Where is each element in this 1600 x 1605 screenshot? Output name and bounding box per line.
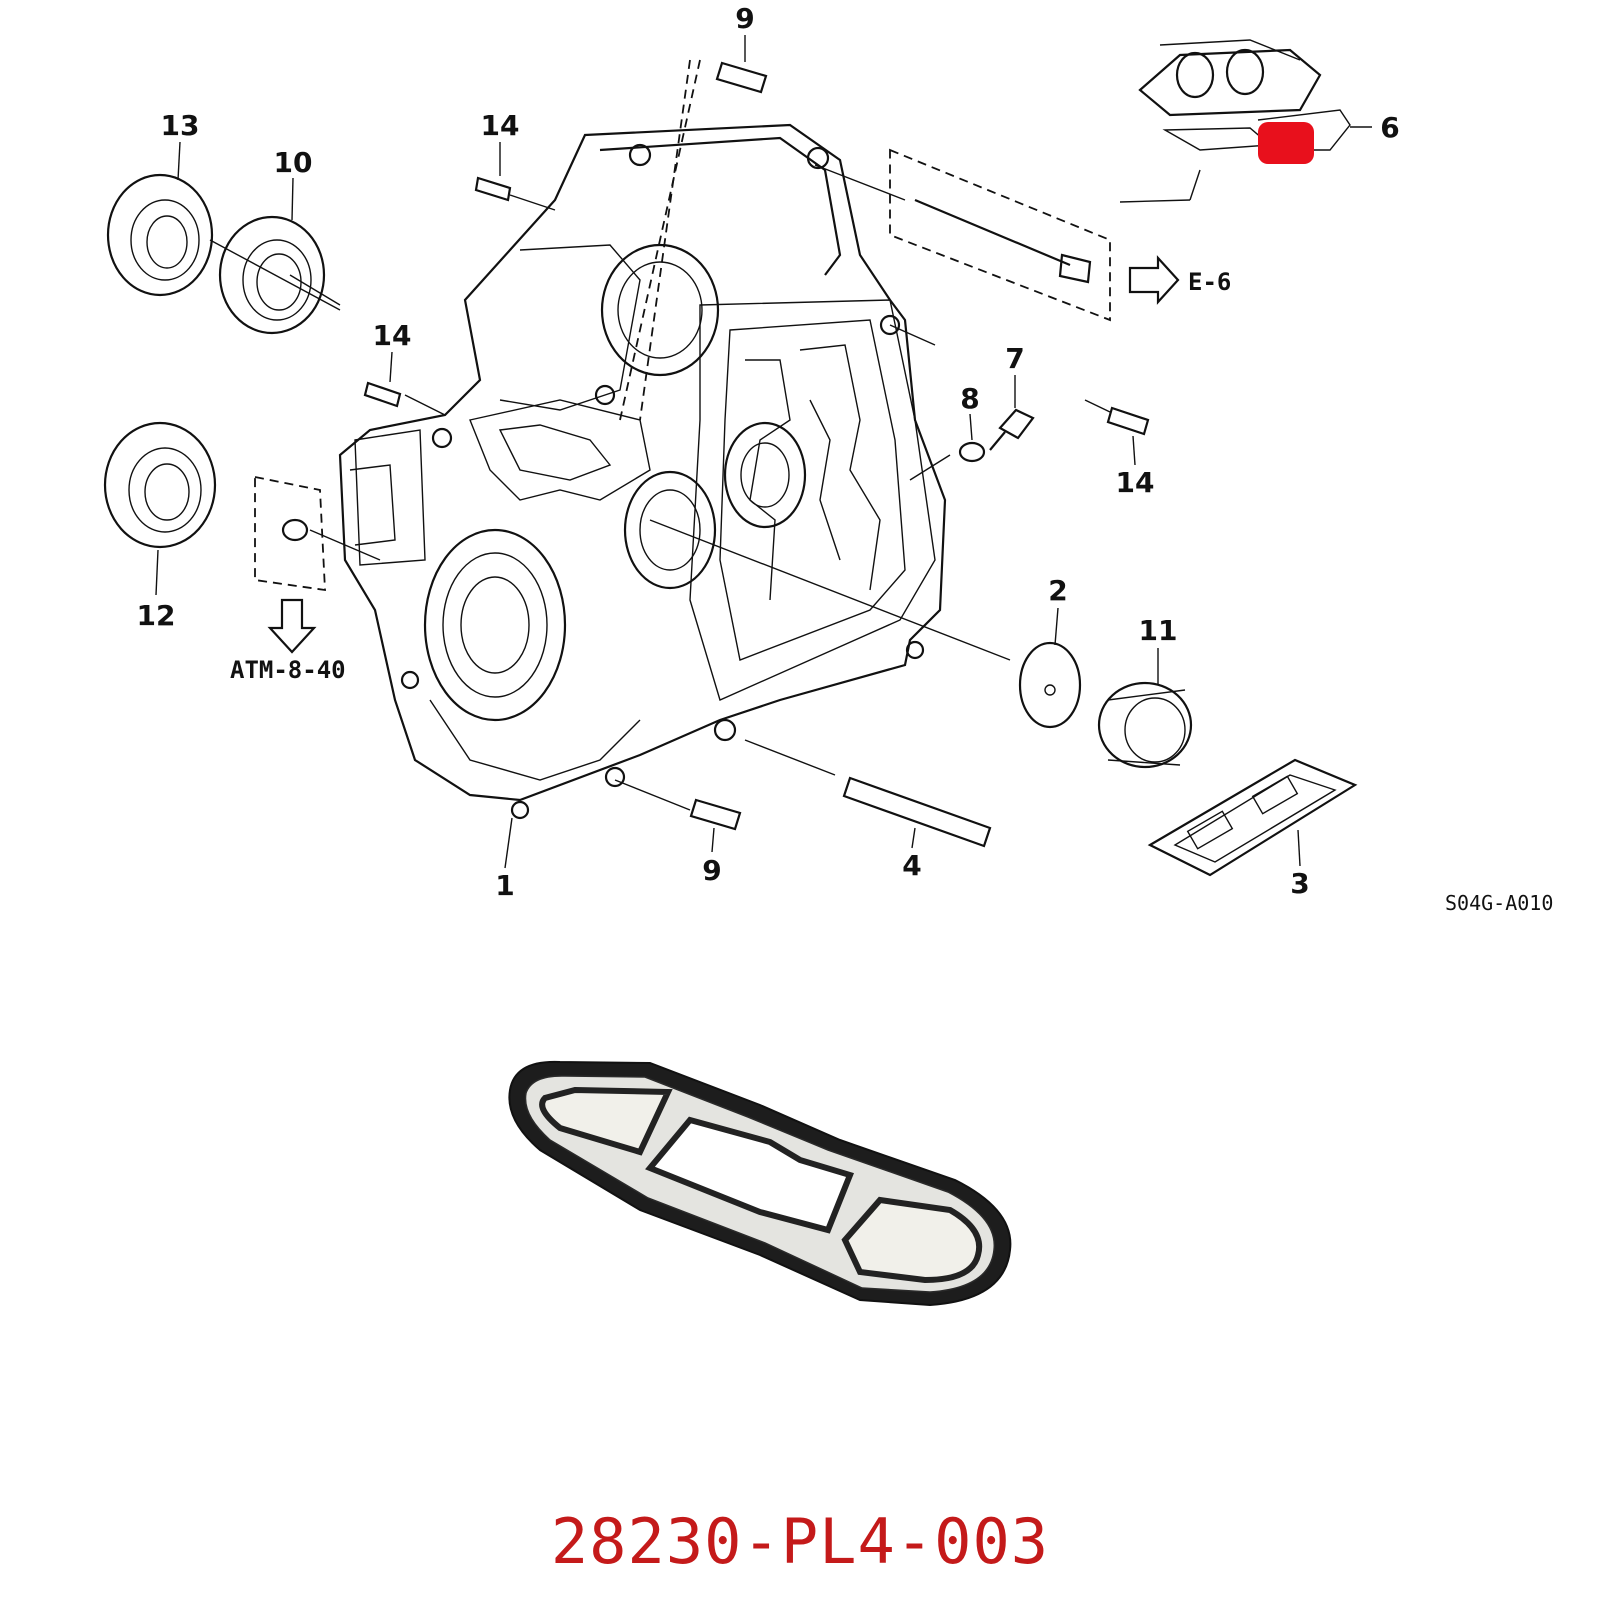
part-10-bearing — [218, 215, 326, 335]
reference-arrow-atm — [254, 476, 326, 654]
callout-7: 7 — [1005, 342, 1024, 375]
transmission-housing — [338, 123, 947, 820]
reference-arrow-e6 — [1128, 255, 1180, 305]
callout-4: 4 — [902, 849, 921, 882]
part-6-solenoid-assembly — [1119, 39, 1372, 203]
part-4-pin — [842, 776, 992, 848]
highlighted-gasket-marker — [1258, 122, 1314, 164]
part-11-bearing — [1097, 681, 1193, 769]
callout-14-right: 14 — [1116, 466, 1155, 499]
part-number-label: 28230-PL4-003 — [550, 1505, 1050, 1578]
part-3-filter — [1147, 758, 1358, 877]
callout-3: 3 — [1290, 867, 1309, 900]
part-14-dowel-right — [1106, 406, 1150, 436]
callout-14-top: 14 — [481, 109, 520, 142]
callout-9-bottom: 9 — [702, 854, 721, 887]
diagram-code: S04G-A010 — [1445, 891, 1553, 915]
leader-lines — [209, 59, 1111, 811]
part-9-dowel-bottom — [689, 798, 742, 831]
callout-10: 10 — [274, 146, 313, 179]
callout-8: 8 — [960, 382, 979, 415]
callout-13: 13 — [161, 109, 200, 142]
callout-14-left: 14 — [373, 319, 412, 352]
callout-2: 2 — [1048, 574, 1067, 607]
callout-12: 12 — [137, 599, 176, 632]
long-bolt — [889, 148, 1111, 322]
reference-e6: E-6 — [1188, 268, 1231, 296]
part-14-dowel-top — [474, 176, 512, 202]
callout-leaders — [155, 35, 1301, 869]
callout-11: 11 — [1139, 614, 1178, 647]
part-9-dowel-top — [715, 61, 768, 94]
part-7-bolt — [989, 408, 1035, 451]
callout-9-top: 9 — [735, 2, 754, 35]
callout-labels: 1 2 3 4 6 7 8 9 9 10 11 12 13 14 14 14 — [137, 2, 1400, 902]
part-8-washer — [958, 441, 986, 463]
part-14-dowel-left — [363, 381, 402, 408]
reference-atm: ATM-8-40 — [230, 656, 346, 684]
part-13-oil-seal — [106, 173, 214, 297]
part-12-bearing — [103, 421, 217, 549]
gasket-filter-photo — [508, 1060, 1012, 1307]
callout-1: 1 — [495, 869, 514, 902]
callout-6: 6 — [1380, 111, 1399, 144]
part-2-gear — [1018, 641, 1082, 729]
